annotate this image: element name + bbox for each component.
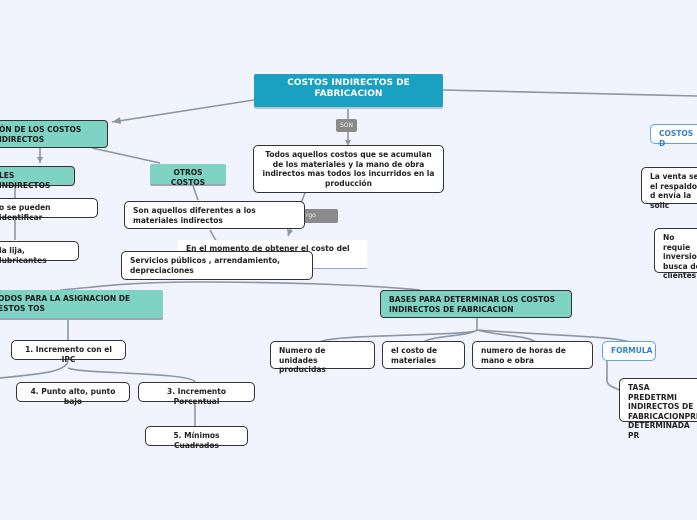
node-tasa[interactable]: TASA PREDETRMI INDIRECTOS DE FABRICACION… [619,378,697,440]
root-node[interactable]: COSTOS INDIRECTOS DE FABRICACION [254,74,443,107]
node-definition[interactable]: Todos aquellos costos que se acumulan de… [253,145,444,193]
node-no-requie[interactable]: No requie inversion busca de clientes [654,228,697,280]
node-horas[interactable]: numero de horas de mano e obra [472,341,593,369]
node-punto[interactable]: 4. Punto alto, punto bajo [16,382,130,406]
node-minimos[interactable]: 5. Mínimos Cuadrados [145,426,248,450]
node-formula[interactable]: FORMULA [602,341,656,361]
node-unidades[interactable]: Numero de unidades producidas [270,341,375,374]
node-materiales-indirectos[interactable]: LES INDIRECTOS [0,166,75,190]
node-metodos[interactable]: ODOS PARA LA ASIGNACION DE ESTOS TOS [0,290,163,318]
link-label-cargo: rgo [302,209,338,223]
node-costo-materiales[interactable]: el costo de materiales [382,341,465,369]
node-bases[interactable]: BASES PARA DETERMINAR LOS COSTOS INDIREC… [380,290,572,318]
link-label-son: SON [336,119,358,132]
node-otros-def[interactable]: Son aquellos diferentes a los materiales… [124,201,305,229]
node-venta[interactable]: La venta se el respaldo d envía la solic [641,167,697,210]
node-ipc[interactable]: 1. Incremento con el IPC [11,340,126,364]
node-lija[interactable]: la lija, lubricantes [0,241,79,265]
node-clasificacion[interactable]: ÓN DE LOS COSTOS IDIRECTOS [0,120,108,148]
node-no-identificar[interactable]: o se pueden identificar [0,198,98,222]
node-porcentual[interactable]: 3. Incremento Porcentual [138,382,255,406]
node-costos-d[interactable]: COSTOS D [650,124,697,148]
node-servicios[interactable]: Servicios públicos , arrendamiento, depr… [121,251,313,280]
node-otros-costos[interactable]: OTROS COSTOS [150,164,226,187]
